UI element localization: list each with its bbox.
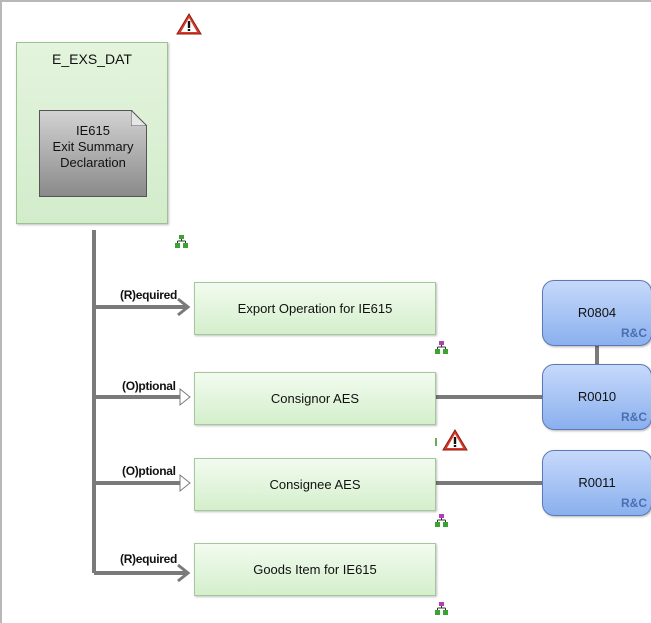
warning-icon[interactable] xyxy=(442,429,468,451)
cardinality-label-4: (R)equired xyxy=(120,552,178,566)
reference-tag: R&C xyxy=(621,326,647,340)
reference-r0804[interactable]: R0804 R&C xyxy=(542,280,651,346)
document-line-2: Exit Summary xyxy=(52,139,134,154)
hierarchy-icon[interactable] xyxy=(175,235,188,248)
arrow-icon xyxy=(177,297,191,317)
reference-tag: R&C xyxy=(621,496,647,510)
reference-code: R0011 xyxy=(578,475,616,490)
node-export-operation[interactable]: Export Operation for IE615 xyxy=(194,282,436,335)
node-label: Export Operation for IE615 xyxy=(237,301,393,316)
cardinality-label-1: (R)equired xyxy=(120,288,178,302)
reference-code: R0804 xyxy=(577,305,617,320)
hierarchy-icon[interactable] xyxy=(435,602,448,615)
reference-r0011[interactable]: R0011 R&C xyxy=(542,450,651,516)
arrow-icon xyxy=(179,473,191,493)
node-label: Consignor AES xyxy=(270,391,360,406)
page-fold-icon xyxy=(131,110,147,126)
node-goods-item[interactable]: Goods Item for IE615 xyxy=(194,543,436,596)
reference-tag: R&C xyxy=(621,410,647,424)
node-consignee-aes[interactable]: Consignee AES xyxy=(194,458,436,511)
document-line-1: IE615 xyxy=(76,123,110,138)
root-title: E_EXS_DAT xyxy=(52,51,132,67)
node-label: Consignee AES xyxy=(269,477,361,492)
reference-code: R0010 xyxy=(577,389,617,404)
arrow-icon xyxy=(179,387,191,407)
reference-r0010[interactable]: R0010 R&C xyxy=(542,364,651,430)
cardinality-label-2: (O)ptional xyxy=(122,379,176,393)
node-label: Goods Item for IE615 xyxy=(253,562,377,577)
node-consignor-aes[interactable]: Consignor AES xyxy=(194,372,436,425)
warning-icon[interactable] xyxy=(176,13,202,35)
document-line-3: Declaration xyxy=(60,155,126,170)
hierarchy-icon[interactable] xyxy=(435,341,448,354)
arrow-icon xyxy=(177,563,191,583)
root-element[interactable]: E_EXS_DAT IE615 Exit Summary Declaration xyxy=(16,42,168,224)
document-icon[interactable]: IE615 Exit Summary Declaration xyxy=(39,110,147,197)
hierarchy-icon[interactable] xyxy=(435,514,448,527)
cardinality-label-3: (O)ptional xyxy=(122,464,176,478)
